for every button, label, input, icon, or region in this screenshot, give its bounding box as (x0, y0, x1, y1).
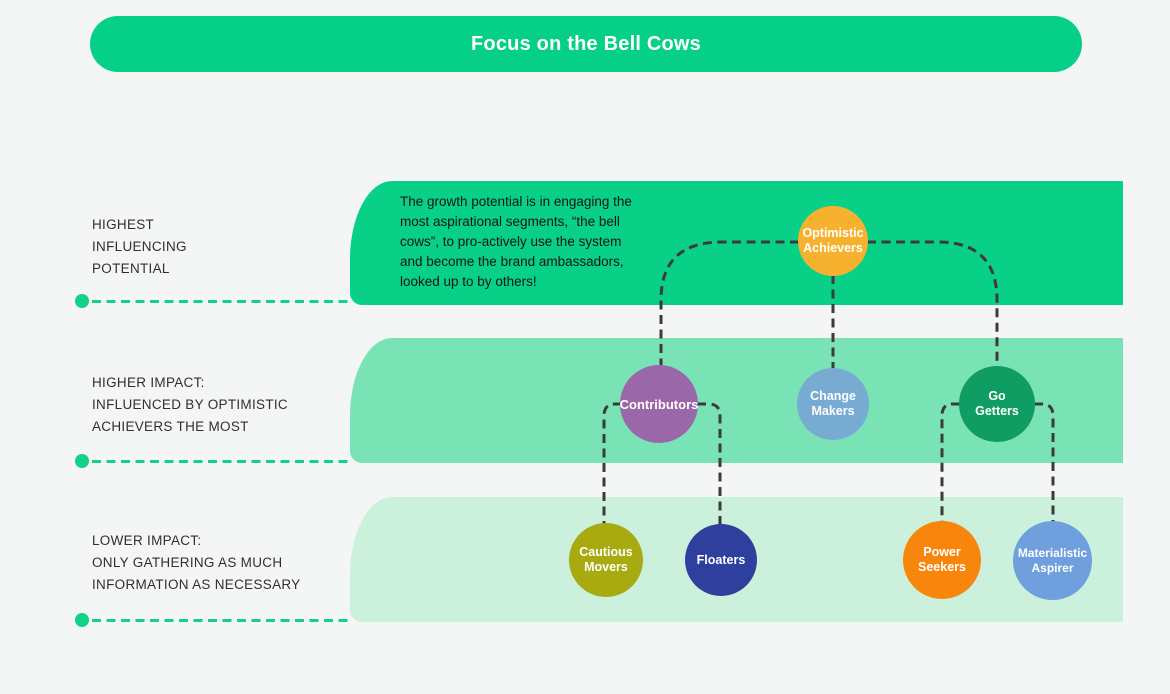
segment-circle-change-makers: Change Makers (797, 368, 869, 440)
guide-dot-tier3 (75, 613, 89, 627)
segment-label-optimistic-achievers: Optimistic Achievers (802, 226, 864, 255)
segment-label-change-makers: Change Makers (810, 389, 856, 418)
guide-dot-tier1 (75, 294, 89, 308)
segment-circle-optimistic-achievers: Optimistic Achievers (798, 206, 868, 276)
segment-label-cautious-movers: Cautious Movers (579, 545, 633, 574)
header-banner: Focus on the Bell Cows (90, 16, 1082, 72)
guide-line-tier2 (92, 460, 349, 463)
tier-label-highest-influencing: HIGHEST INFLUENCING POTENTIAL (92, 217, 187, 276)
tier-label-higher-impact: HIGHER IMPACT: INFLUENCED BY OPTIMISTIC … (92, 375, 288, 434)
segment-label-go-getters: Go Getters (975, 389, 1019, 418)
segment-circle-contributors: Contributors (620, 365, 698, 443)
guide-dot-tier2 (75, 454, 89, 468)
segment-circle-power-seekers: Power Seekers (903, 521, 981, 599)
segment-circle-go-getters: Go Getters (959, 366, 1035, 442)
segment-label-power-seekers: Power Seekers (918, 545, 966, 574)
segment-circle-floaters: Floaters (685, 524, 757, 596)
segment-label-floaters: Floaters (696, 552, 746, 567)
segment-circle-cautious-movers: Cautious Movers (569, 523, 643, 597)
page-title: Focus on the Bell Cows (471, 32, 701, 55)
description-text: The growth potential is in engaging the … (400, 194, 632, 289)
guide-line-tier1 (92, 300, 349, 303)
guide-line-tier3 (92, 619, 349, 622)
tier-label-lower-impact: LOWER IMPACT: ONLY GATHERING AS MUCH INF… (92, 533, 301, 592)
segment-label-materialistic-aspirer: Materialistic Aspirer (1017, 545, 1088, 575)
segment-circle-materialistic-aspirer: Materialistic Aspirer (1013, 521, 1092, 600)
segment-label-contributors: Contributors (619, 396, 699, 412)
